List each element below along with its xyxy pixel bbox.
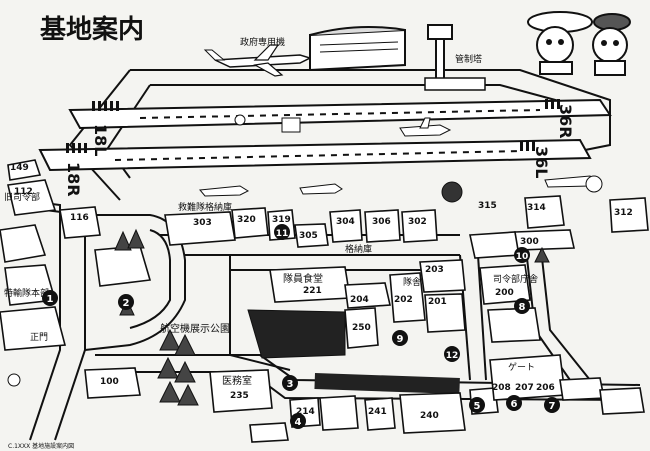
bldg-200: 200: [495, 288, 514, 298]
marker-1[interactable]: 1: [42, 290, 58, 306]
bldg-202: 202: [394, 295, 413, 305]
bldg-241: 241: [368, 407, 387, 417]
runway-upper: [68, 98, 612, 130]
bldg-302: 302: [408, 217, 427, 227]
label-hangar: 格納庫: [345, 243, 372, 255]
aerial-park: 航空機展示公園: [160, 309, 346, 359]
buildings: [0, 159, 649, 443]
bldg-300: 300: [520, 237, 539, 247]
label-rescue: 救難隊格納庫: [178, 201, 232, 213]
parking-lot: [314, 373, 460, 395]
bldg-221: 221: [303, 286, 322, 296]
bldg-204: 204: [350, 295, 369, 305]
label-gov-plane: 政府専用機: [240, 36, 285, 48]
hangar-main: [309, 25, 406, 72]
bldg-320: 320: [237, 215, 256, 225]
marker-8[interactable]: 8: [514, 298, 530, 314]
runway-label-18L: 18L: [91, 124, 110, 156]
bldg-314: 314: [527, 203, 546, 213]
runway-label-36L: 36L: [532, 146, 551, 178]
label-hq-building: 司令部庁舎: [493, 273, 538, 285]
bldg-304: 304: [336, 217, 355, 227]
marker-12[interactable]: 12: [444, 346, 460, 362]
bldg-207: 207: [515, 383, 534, 393]
bldg-206: 206: [536, 383, 555, 393]
label-entrance: 正門: [30, 332, 48, 343]
label-fm-hq: 特輸隊本部: [4, 287, 49, 299]
bldg-149: 149: [10, 163, 29, 173]
bldg-235: 235: [230, 391, 249, 401]
svg-text:9: 9: [397, 334, 404, 345]
svg-text:8: 8: [519, 302, 526, 313]
bldg-240: 240: [420, 411, 439, 421]
bldg-112: 112: [14, 187, 33, 197]
marker-2[interactable]: 2: [118, 294, 134, 310]
bldg-306: 306: [372, 217, 391, 227]
marker-7[interactable]: 7: [544, 397, 560, 413]
marker-3[interactable]: 3: [282, 375, 298, 391]
marker-11[interactable]: 11: [274, 224, 290, 240]
footer-text: C.1XXX 基地施設案内図: [8, 442, 74, 450]
bldg-214: 214: [296, 407, 315, 417]
mascot-characters: [7, 11, 631, 387]
control-tower: 管制塔: [424, 24, 486, 91]
label-aerial-park: 航空機展示公園: [160, 322, 230, 335]
runway-lower: [38, 138, 592, 172]
building-numbers: 149 112 116 303 320 319 305 304 306 302 …: [10, 163, 633, 421]
marker-5[interactable]: 5: [469, 397, 485, 413]
svg-text:6: 6: [511, 399, 518, 410]
svg-text:10: 10: [516, 252, 529, 262]
map-title: 基地案内: [40, 14, 144, 45]
svg-text:5: 5: [474, 401, 481, 412]
bldg-319: 319: [272, 215, 291, 225]
marker-10[interactable]: 10: [514, 247, 530, 263]
svg-text:11: 11: [276, 229, 289, 239]
bldg-201: 201: [428, 297, 447, 307]
bldg-303: 303: [193, 218, 212, 228]
bldg-208: 208: [492, 383, 511, 393]
marker-6[interactable]: 6: [506, 395, 522, 411]
svg-text:4: 4: [295, 417, 302, 428]
small-aircraft: [199, 114, 599, 197]
svg-text:1: 1: [47, 294, 54, 305]
bldg-100: 100: [100, 377, 119, 387]
label-control-tower: 管制塔: [455, 53, 482, 65]
bldg-315: 315: [478, 201, 497, 211]
label-canteen: 隊員食堂: [283, 272, 323, 285]
label-gate: ゲート: [508, 361, 535, 373]
bldg-250: 250: [352, 323, 371, 333]
bldg-116: 116: [70, 213, 89, 223]
runway-label-18R: 18R: [64, 162, 83, 197]
svg-text:3: 3: [287, 379, 294, 390]
label-barracks: 隊舎: [403, 276, 421, 288]
label-old-hq: 旧司令部: [4, 191, 40, 203]
svg-text:12: 12: [446, 351, 459, 361]
location-markers: 1 2 3 4 5 6 7 8 9 10 11 12: [42, 224, 560, 429]
runway-numbers: 18L 36R 18R 36L: [64, 104, 575, 197]
marker-4[interactable]: 4: [290, 413, 306, 429]
runway-label-36R: 36R: [556, 104, 575, 139]
label-medical: 医務室: [222, 374, 252, 387]
svg-text:7: 7: [549, 401, 556, 412]
bldg-312: 312: [614, 208, 633, 218]
bldg-305: 305: [299, 231, 318, 241]
svg-text:2: 2: [123, 298, 130, 309]
trees: [114, 228, 550, 406]
area-labels: 基地案内 救難隊格納庫 格納庫 特輸隊本部 旧司令部 医務室 隊員食堂 司令部庁…: [4, 14, 538, 450]
bldg-203: 203: [425, 265, 444, 275]
marker-9[interactable]: 9: [392, 330, 408, 346]
gov-plane: 政府専用機: [203, 36, 313, 77]
